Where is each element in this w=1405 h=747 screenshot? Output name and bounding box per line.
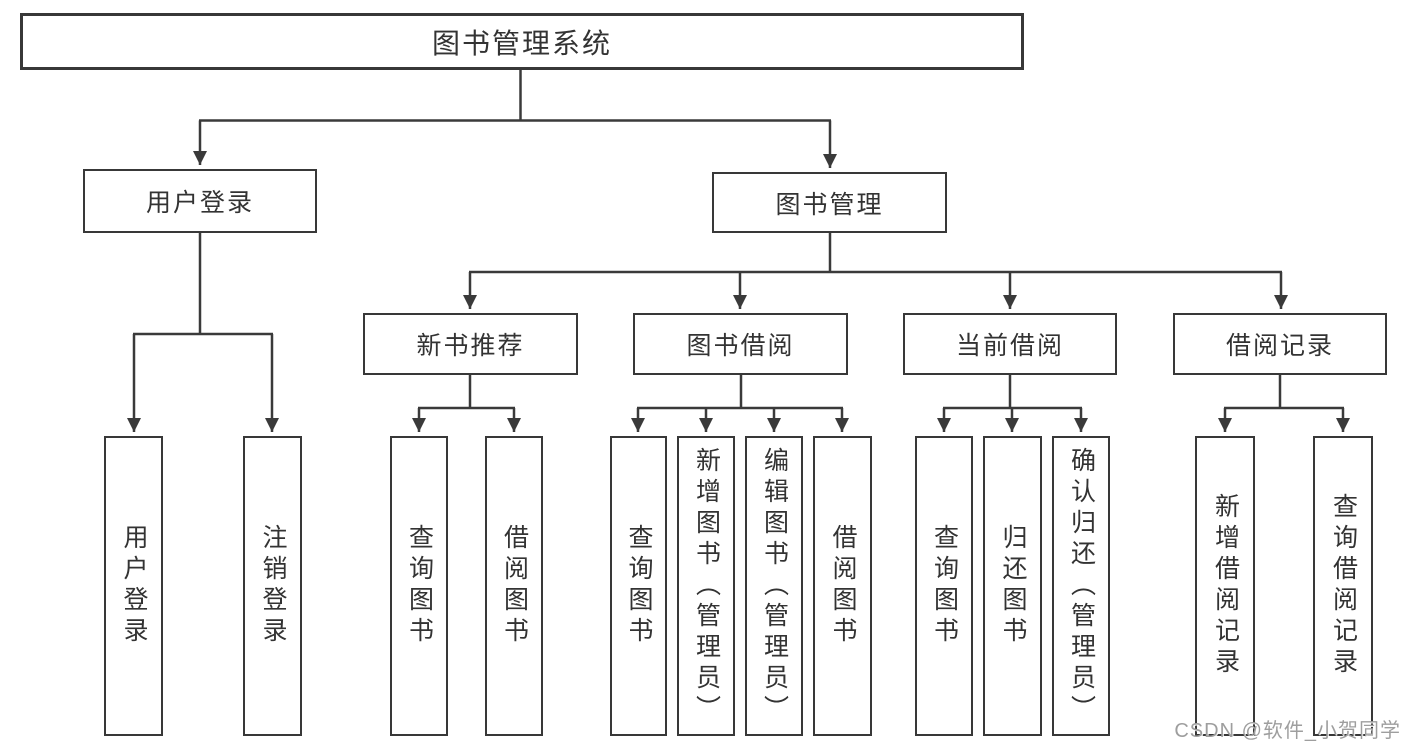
node-current-borrow: 当前借阅	[903, 313, 1117, 375]
edges-root	[193, 70, 837, 168]
node-user-login: 用户登录	[83, 169, 317, 233]
node-book-mgmt: 图书管理	[712, 172, 947, 233]
leaf-borrow-edit: 编辑图书（管理员）	[745, 436, 803, 736]
leaf-logout-label: 注销登录	[259, 524, 287, 648]
node-root: 图书管理系统	[20, 13, 1024, 70]
leaf-newbooks-query: 查询图书	[390, 436, 448, 736]
node-borrow-records: 借阅记录	[1173, 313, 1387, 375]
leaf-borrow-borrow: 借阅图书	[813, 436, 872, 736]
leaf-user-login: 用户登录	[104, 436, 163, 736]
node-new-books: 新书推荐	[363, 313, 578, 375]
leaf-records-query: 查询借阅记录	[1313, 436, 1373, 736]
leaf-records-query-label: 查询借阅记录	[1329, 493, 1358, 679]
node-borrow-records-label: 借阅记录	[1225, 332, 1334, 360]
leaf-current-return-label: 归还图书	[999, 524, 1027, 648]
leaf-user-login-label: 用户登录	[120, 524, 148, 648]
csdn-watermark: CSDN @软件_小贺同学	[1174, 720, 1401, 742]
leaf-current-confirm-label: 确认归还（管理员）	[1067, 446, 1096, 726]
node-new-books-label: 新书推荐	[416, 332, 525, 360]
leaf-newbooks-query-label: 查询图书	[405, 524, 434, 648]
leaf-newbooks-borrow-label: 借阅图书	[500, 524, 529, 648]
node-book-mgmt-label: 图书管理	[775, 190, 884, 219]
node-current-borrow-label: 当前借阅	[955, 332, 1064, 360]
edges-book-mgmt	[463, 233, 1288, 309]
leaf-borrow-add: 新增图书（管理员）	[677, 436, 735, 736]
node-user-login-label: 用户登录	[145, 189, 254, 217]
leaf-borrow-query-label: 查询图书	[625, 524, 653, 648]
node-root-label: 图书管理系统	[431, 27, 612, 59]
leaf-borrow-borrow-label: 借阅图书	[829, 524, 857, 648]
leaf-current-return: 归还图书	[983, 436, 1042, 736]
leaf-borrow-edit-label: 编辑图书（管理员）	[760, 446, 789, 726]
leaf-logout: 注销登录	[243, 436, 302, 736]
edges-new-books	[412, 375, 521, 432]
node-book-borrow-label: 图书借阅	[686, 332, 795, 360]
leaf-records-add: 新增借阅记录	[1195, 436, 1255, 736]
edges-borrow-records	[1218, 375, 1350, 432]
leaf-current-confirm: 确认归还（管理员）	[1052, 436, 1110, 736]
edges-current-borrow	[937, 375, 1088, 432]
leaf-current-query: 查询图书	[915, 436, 973, 736]
leaf-records-add-label: 新增借阅记录	[1211, 493, 1240, 679]
edges-book-borrow	[631, 375, 849, 432]
leaf-borrow-query: 查询图书	[610, 436, 667, 736]
leaf-borrow-add-label: 新增图书（管理员）	[692, 446, 721, 726]
leaf-newbooks-borrow: 借阅图书	[485, 436, 543, 736]
leaf-current-query-label: 查询图书	[930, 524, 959, 648]
node-book-borrow: 图书借阅	[633, 313, 848, 375]
edges-user-login	[127, 233, 279, 432]
